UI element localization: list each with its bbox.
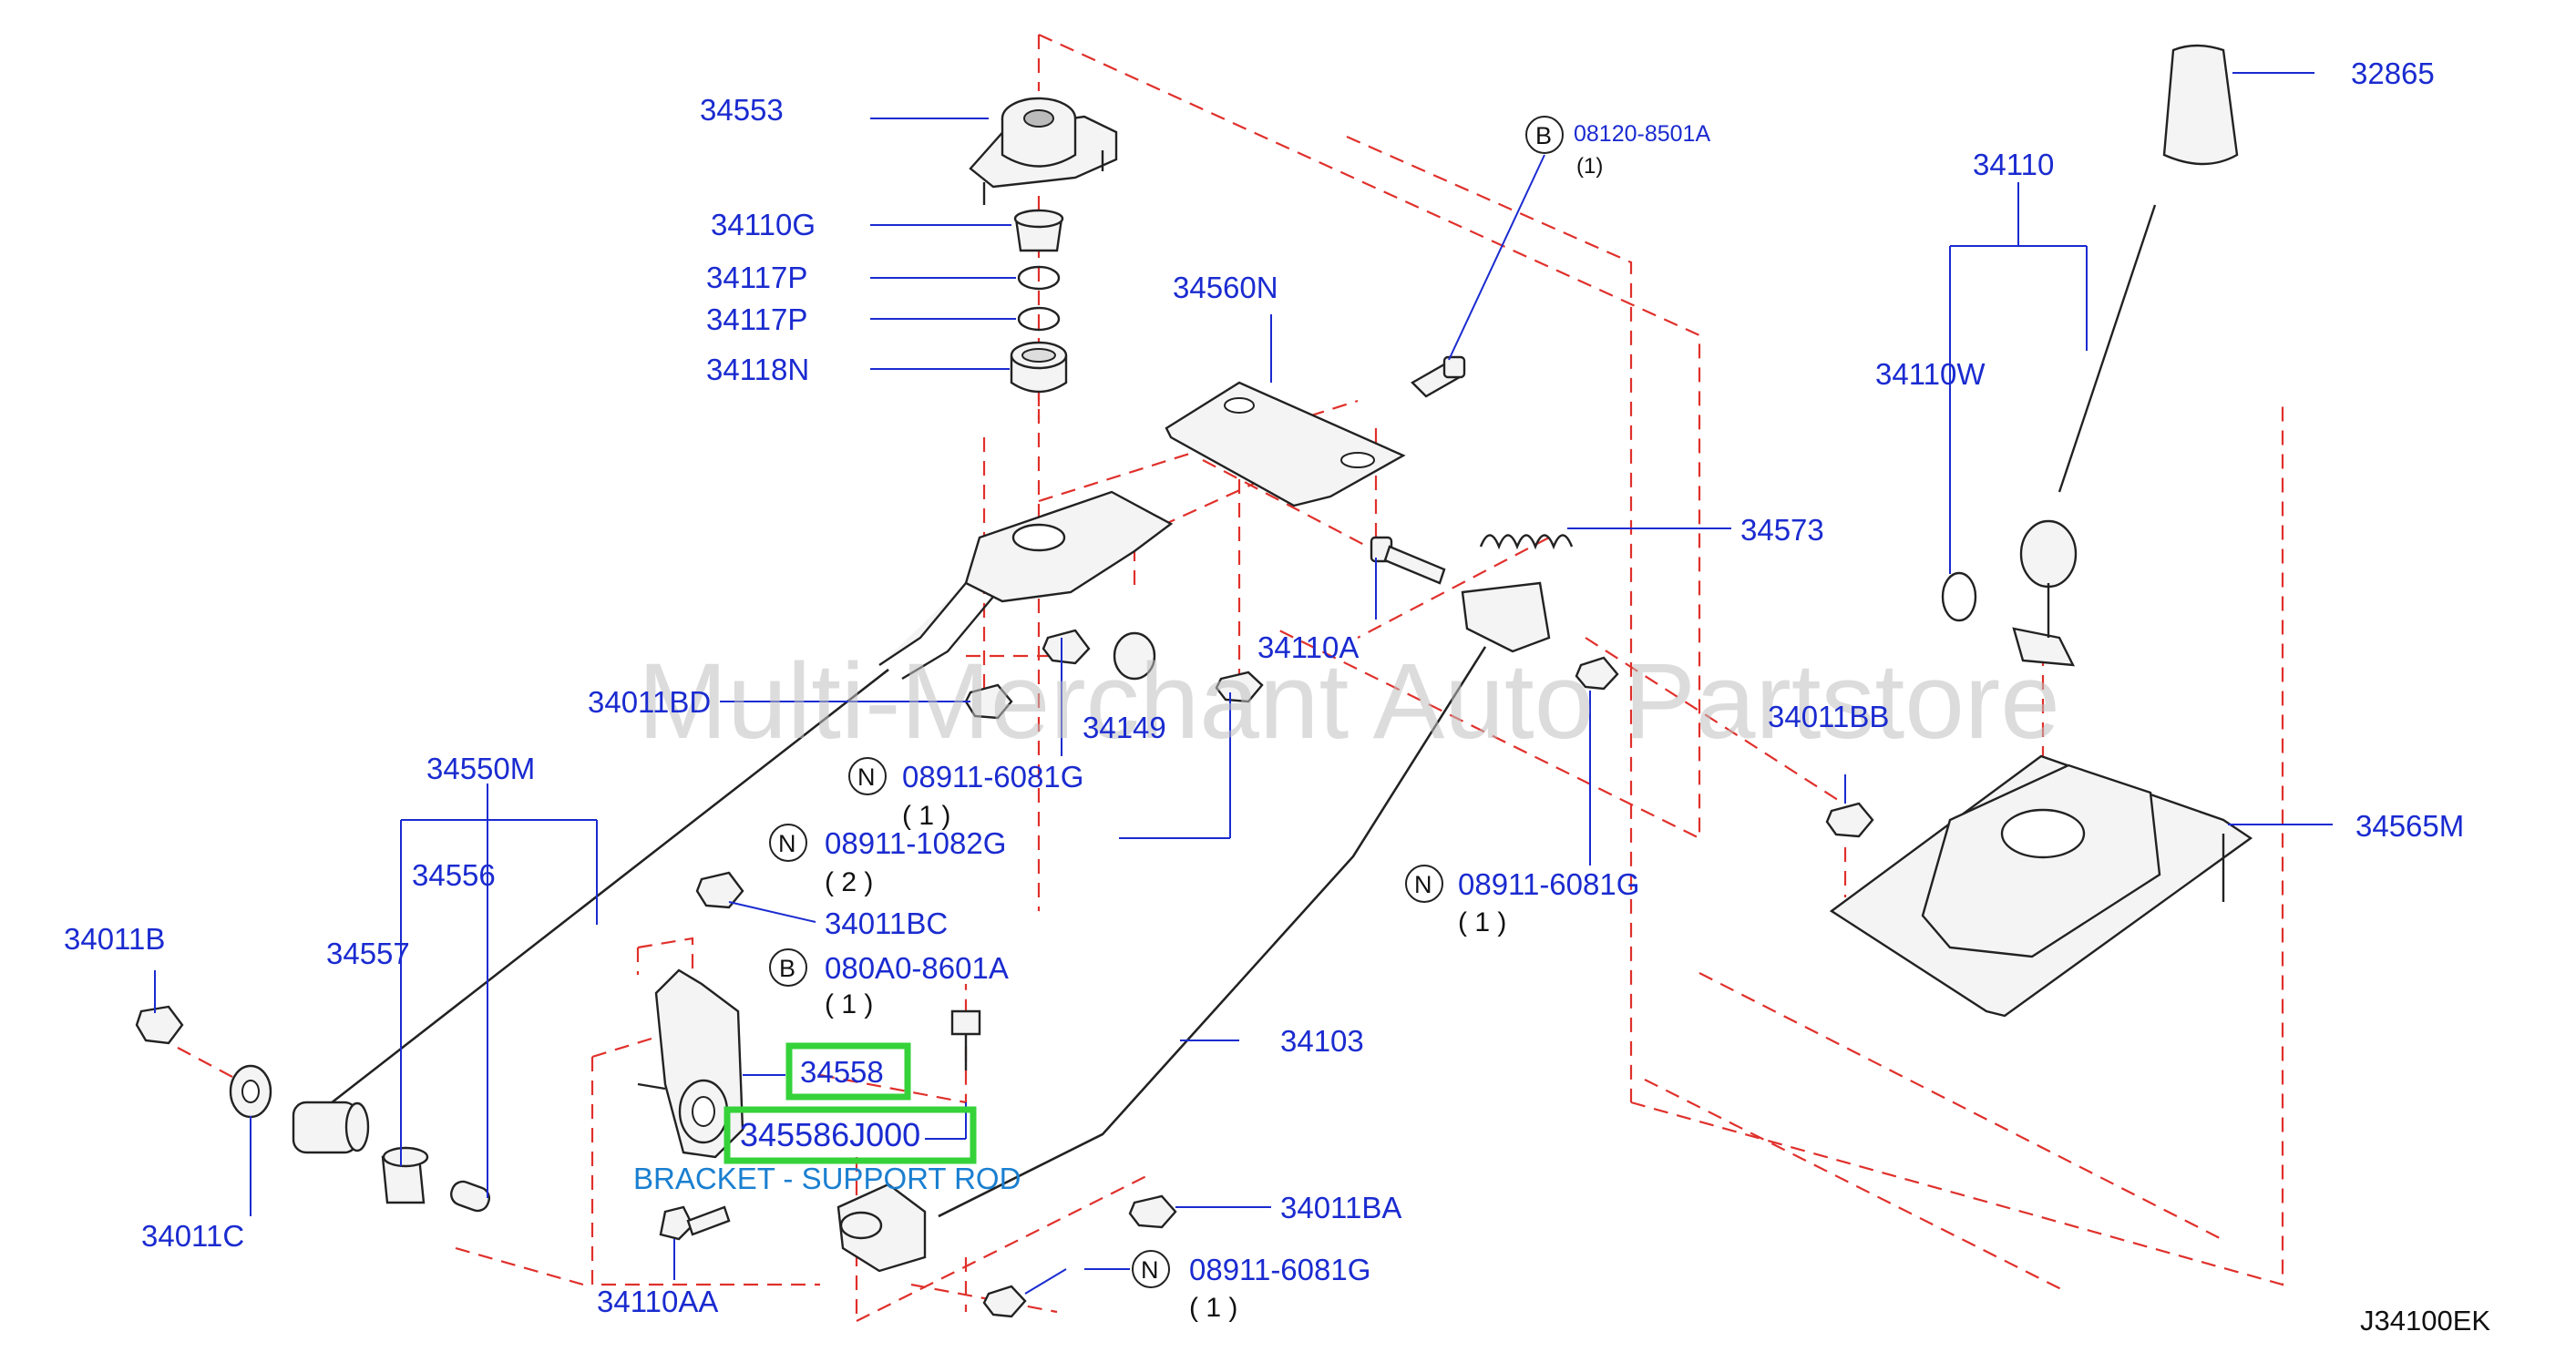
label-34149[interactable]: 34149 xyxy=(1083,711,1166,744)
label-34011ba[interactable]: 34011BA xyxy=(1280,1191,1401,1224)
callout-badges: B 08120-8501A (1) N 08911-6081G ( 1 ) N … xyxy=(769,116,1710,1323)
label-34011bc[interactable]: 34011BC xyxy=(825,906,948,940)
leader-lines xyxy=(154,72,2333,1295)
highlight-box-34558 xyxy=(785,1042,911,1101)
badge-b-icon: B xyxy=(779,955,795,982)
label-34565m[interactable]: 34565M xyxy=(2355,809,2464,843)
label-34103[interactable]: 34103 xyxy=(1280,1024,1364,1058)
badge-n-icon: N xyxy=(778,830,796,857)
callout-080a0-8601a[interactable]: 080A0-8601A xyxy=(825,951,1009,985)
label-34110w[interactable]: 34110W xyxy=(1875,357,1986,391)
part-drawings xyxy=(135,44,2253,1318)
callout-08911-6081g-c[interactable]: 08911-6081G xyxy=(1189,1253,1370,1286)
label-34117p-a[interactable]: 34117P xyxy=(706,261,807,294)
label-34110g[interactable]: 34110G xyxy=(711,208,816,241)
callout-08911-6081g-a[interactable]: 08911-6081G xyxy=(902,760,1083,794)
callout-qty-c: ( 1 ) xyxy=(825,989,873,1019)
highlighted-part[interactable]: 34558 345586J000 BRACKET - SUPPORT ROD xyxy=(633,1042,1021,1195)
label-34110aa[interactable]: 34110AA xyxy=(597,1285,718,1318)
label-34560n[interactable]: 34560N xyxy=(1173,271,1278,304)
callout-qty-d: ( 1 ) xyxy=(1458,907,1506,937)
badge-b-icon: B xyxy=(1535,122,1552,149)
callout-qty-b: ( 2 ) xyxy=(825,867,873,897)
part-labels: 34553 34110G 34117P 34117P 34118N 34560N… xyxy=(64,56,2464,1318)
badge-n-icon: N xyxy=(1141,1256,1159,1284)
label-34556[interactable]: 34556 xyxy=(412,858,496,892)
highlight-box-part-number xyxy=(724,1106,977,1164)
callout-qty-e: ( 1 ) xyxy=(1189,1293,1237,1323)
callout-qty-a: ( 1 ) xyxy=(902,801,950,831)
label-34553[interactable]: 34553 xyxy=(700,93,784,127)
watermark: Multi-Merchant Auto Partstore xyxy=(638,641,2060,762)
label-34011b[interactable]: 34011B xyxy=(64,922,165,956)
label-34573[interactable]: 34573 xyxy=(1740,513,1824,547)
label-34117p-b[interactable]: 34117P xyxy=(706,302,807,336)
label-34118n[interactable]: 34118N xyxy=(706,353,809,386)
badge-n-icon: N xyxy=(857,763,876,791)
badge-n-icon: N xyxy=(1414,871,1432,898)
part-caption: BRACKET - SUPPORT ROD xyxy=(633,1162,1021,1195)
label-34011bb[interactable]: 34011BB xyxy=(1768,700,1889,733)
callout-08911-1082g[interactable]: 08911-1082G xyxy=(825,826,1006,860)
label-part-number-345586j000[interactable]: 345586J000 xyxy=(740,1116,920,1153)
label-32865[interactable]: 32865 xyxy=(2351,56,2435,90)
diagram-code: J34100EK xyxy=(2360,1305,2490,1337)
label-34550m[interactable]: 34550M xyxy=(426,752,535,785)
callout-08911-6081g-b[interactable]: 08911-6081G xyxy=(1458,867,1639,901)
callout-08120-number[interactable]: 08120-8501A xyxy=(1574,121,1710,147)
label-34011c[interactable]: 34011C xyxy=(141,1219,244,1253)
label-34110a[interactable]: 34110A xyxy=(1257,630,1359,664)
label-34557[interactable]: 34557 xyxy=(326,937,410,970)
callout-08120-qty: (1) xyxy=(1576,154,1603,179)
label-34011bd[interactable]: 34011BD xyxy=(588,685,711,719)
label-34110[interactable]: 34110 xyxy=(1973,148,2054,181)
label-34558[interactable]: 34558 xyxy=(800,1055,884,1089)
